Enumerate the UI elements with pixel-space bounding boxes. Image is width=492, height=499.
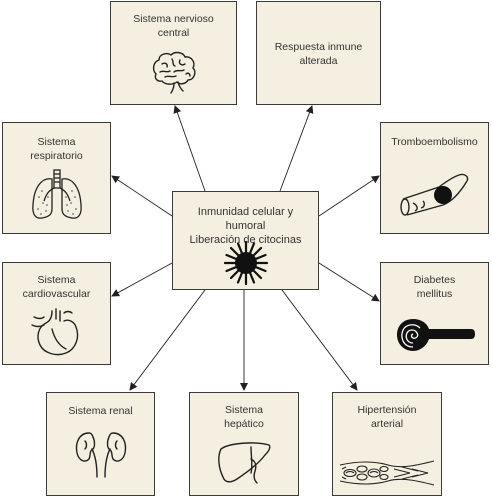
arrow-to-nervioso	[173, 105, 206, 192]
heart-icon	[30, 308, 78, 356]
label-line-1: Hipertensión	[357, 404, 417, 416]
label-line-1: Respuesta inmune	[274, 41, 363, 53]
cytokine-burst-icon	[223, 240, 268, 286]
arrow-to-inmune	[279, 105, 314, 192]
arrow-to-respiratorio	[111, 175, 173, 217]
center-line-1: Inmunidad celular y humoral	[197, 206, 294, 232]
box-diabetes-mellitus: Diabetes mellitus	[380, 262, 489, 365]
label-line-1: Sistema	[37, 274, 76, 286]
label-line-2: central	[157, 27, 190, 39]
label-line-2: alterada	[299, 55, 338, 67]
brain-icon	[152, 51, 195, 94]
box-sistema-cardiovascular: Sistema cardiovascular	[2, 262, 111, 365]
box-hipertension-arterial: Hipertensión arterial	[332, 392, 442, 496]
lungs-icon	[31, 169, 82, 219]
label-line-2: cardiovascular	[22, 288, 91, 300]
label-line-1: Sistema	[37, 136, 76, 148]
box-tromboembolismo: Tromboembolismo	[380, 122, 489, 234]
artery-icon	[339, 460, 435, 486]
arrow-to-trombo	[318, 175, 380, 217]
box-sistema-renal: Sistema renal	[46, 392, 155, 496]
center-box: Inmunidad celular y humoral Liberación d…	[172, 191, 319, 290]
pancreas-icon	[396, 319, 475, 351]
kidneys-icon	[75, 432, 126, 478]
label-line-1: Tromboembolismo	[391, 136, 478, 148]
label-line-1: Sistema nervioso	[133, 13, 214, 25]
box-respuesta-inmune-alterada: Respuesta inmune alterada	[256, 1, 381, 105]
liver-icon	[218, 442, 271, 484]
label-line-2: arterial	[370, 418, 404, 430]
blood-vessel-clot-icon	[399, 173, 468, 216]
box-sistema-nervioso-central: Sistema nervioso central	[110, 1, 237, 105]
label-line-1: Sistema renal	[68, 405, 133, 417]
arrow-to-cardio	[111, 262, 173, 297]
box-sistema-respiratorio: Sistema respiratorio	[2, 122, 111, 234]
label-line-2: respiratorio	[30, 150, 83, 162]
arrow-to-hipertension	[281, 289, 358, 391]
arrow-to-diabetes	[318, 262, 380, 302]
arrow-to-renal	[129, 289, 206, 391]
label-line-2: hepático	[224, 418, 264, 430]
center-line-2: Liberación de citocinas	[189, 234, 302, 246]
label-line-1: Sistema	[225, 404, 263, 416]
label-line-2: mellitus	[416, 288, 453, 300]
box-sistema-hepatico: Sistema hepático	[189, 392, 299, 496]
label-line-1: Diabetes	[413, 274, 456, 286]
